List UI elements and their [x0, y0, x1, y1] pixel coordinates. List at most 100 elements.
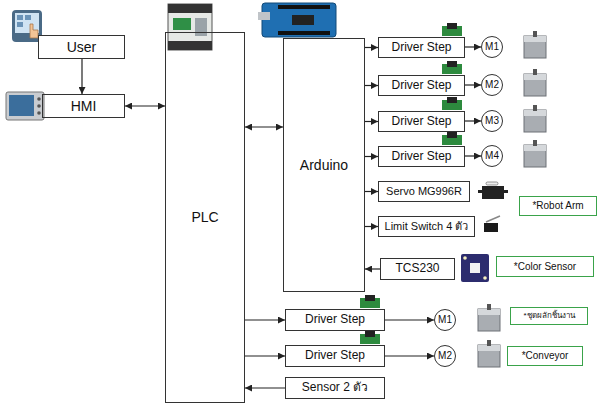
arduino-chip [292, 15, 314, 25]
hmi-button [37, 97, 41, 101]
node-label: HMI [71, 98, 97, 114]
driver-box: Driver Step [285, 309, 385, 331]
connector-arrow [81, 59, 82, 94]
motor-shaft [533, 69, 537, 75]
sensor-led [463, 256, 467, 260]
connector-arrow [245, 319, 285, 320]
arduino-header [278, 5, 330, 9]
hmi-icon [6, 92, 44, 120]
motor-circle: M2 [434, 345, 456, 367]
node-label: *Color Sensor [514, 261, 576, 273]
node-label: M1 [438, 314, 452, 326]
connector-arrow [385, 355, 434, 356]
node-label: Limit Switch 4 ตัว [385, 220, 469, 233]
motor-shaft [533, 140, 537, 146]
group-tag: *Conveyor [507, 346, 583, 366]
connector-arrow [365, 156, 378, 157]
motor-body [524, 110, 546, 132]
driver-box: Driver Step [378, 146, 465, 167]
connector-arrow [125, 105, 165, 106]
plc-led-panel [173, 18, 191, 30]
stepper-motor-icon [478, 304, 500, 331]
node-label: Driver Step [391, 150, 451, 164]
driver-board-icon [360, 295, 380, 308]
switch-lever [486, 216, 500, 222]
hmi-button [37, 111, 41, 115]
color-sensor-icon [461, 254, 489, 282]
node-label: Driver Step [305, 313, 365, 327]
connector-arrow [365, 268, 380, 269]
node-label: *Robot Arm [532, 200, 583, 212]
node-label: Driver Step [391, 41, 451, 55]
connector-arrow [465, 120, 481, 121]
stepper-motor-icon [478, 340, 500, 367]
stepper-motor-icon [524, 140, 546, 167]
connector-arrow [465, 155, 481, 156]
servo-tabs [478, 190, 508, 193]
node-label: M2 [438, 350, 452, 362]
node-label: Driver Step [391, 115, 451, 129]
driver-heatsink [447, 132, 457, 138]
plc-panel [195, 18, 207, 36]
node-label: Servo MG996R [386, 185, 462, 198]
driver-board-icon [442, 23, 462, 36]
stepper-motor-icon [524, 105, 546, 132]
node-label: PLC [191, 209, 218, 225]
connector-arrow [465, 84, 481, 85]
hmi-button [37, 104, 41, 108]
arduino-header [278, 31, 330, 35]
arduino-box: Arduino [283, 38, 365, 292]
motor-shaft [487, 340, 491, 346]
connector-arrow [365, 121, 378, 122]
sensor-pcb [461, 254, 489, 282]
plc-body [168, 4, 212, 50]
switch-body [484, 223, 498, 232]
connector-arrow [245, 126, 283, 127]
plc-terminal-strip [168, 4, 212, 13]
motor-circle: M4 [481, 145, 503, 167]
driver-heatsink [447, 23, 457, 29]
motor-shaft [533, 31, 537, 37]
motor-circle: M1 [434, 309, 456, 331]
screen-tile [17, 22, 23, 27]
arduino-pcb [262, 3, 336, 37]
motor-circle: M1 [481, 36, 503, 58]
connector-arrow [365, 47, 378, 48]
arduino-usb [258, 12, 270, 20]
driver-box: Driver Step [378, 75, 465, 96]
node-label: Driver Step [305, 349, 365, 363]
connector-arrow [385, 319, 434, 320]
arduino-board-icon [258, 3, 336, 37]
servo-icon [478, 182, 508, 199]
group-tag: *ชุดผลักชิ้นงาน [510, 307, 588, 325]
servo-horn [486, 182, 498, 185]
limit-switch-box: Limit Switch 4 ตัว [378, 216, 475, 237]
group-tag: *Color Sensor [496, 256, 594, 277]
plc-icon [168, 4, 212, 50]
motor-body [478, 309, 500, 331]
servo-box: Servo MG996R [378, 181, 470, 202]
node-label: *Conveyor [522, 350, 569, 362]
sensor-chip [470, 263, 480, 273]
motor-body [478, 345, 500, 367]
connector-arrow [465, 46, 481, 47]
driver-board-icon [442, 61, 462, 74]
stepper-motor-icon [524, 69, 546, 96]
motor-circle: M3 [481, 110, 503, 132]
motor-shaft [487, 304, 491, 310]
driver-heatsink [447, 97, 457, 103]
node-label: *ชุดผลักชิ้นงาน [523, 311, 574, 320]
motor-body [524, 145, 546, 167]
driver-box: Driver Step [285, 345, 385, 367]
hmi-body [6, 92, 44, 120]
motor-body [524, 36, 546, 58]
node-label: User [67, 39, 97, 55]
hmi-box: HMI [42, 94, 125, 118]
driver-board-icon [442, 97, 462, 110]
connector-arrow [365, 226, 378, 227]
plc-box: PLC [165, 32, 245, 403]
group-tag: *Robot Arm [519, 196, 597, 216]
node-label: M3 [485, 115, 499, 127]
node-label: M1 [485, 41, 499, 53]
